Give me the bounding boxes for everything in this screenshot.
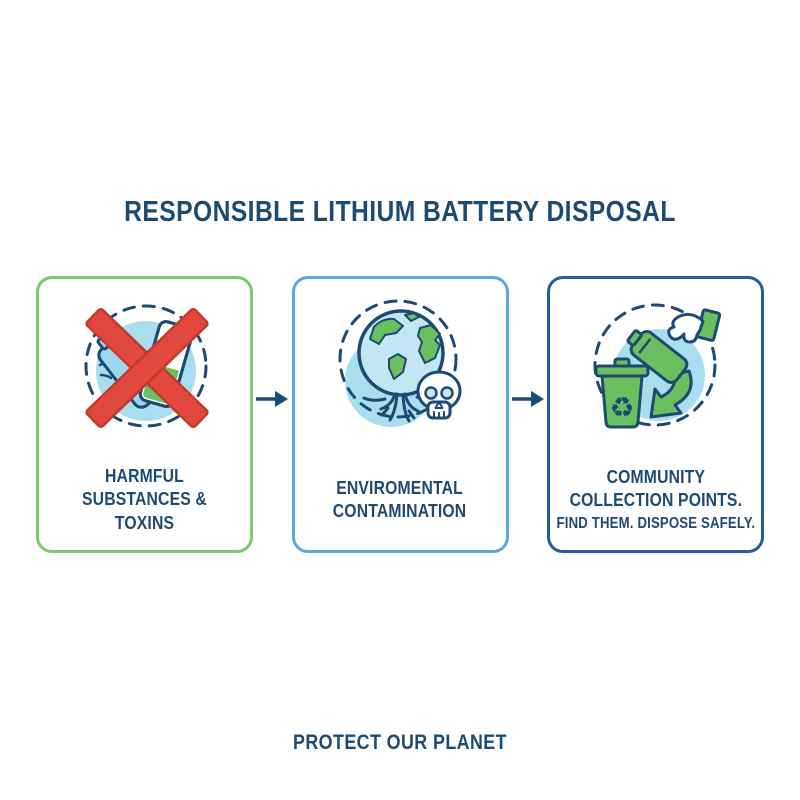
card-label-line: COMMUNITY [606,465,705,487]
flow-arrow-1 [253,276,292,553]
card-label: COMMUNITY COLLECTION POINTS. FIND THEM. … [556,449,755,549]
svg-text:♻: ♻ [609,391,634,424]
cards-row: HARMFUL SUBSTANCES & TOXINS [36,276,764,553]
footer-tagline: PROTECT OUR PLANET [293,731,507,754]
card-sublabel: FIND THEM. DISPOSE SAFELY. [556,514,755,532]
card-community-collection-points: ♻ COMMUNITY COLLECTION POINTS. FIND THEM… [547,276,764,553]
card-environmental-contamination: ENVIROMENTAL CONTAMINATION [291,276,509,553]
battery-recycle-bin-icon: ♻ [581,293,731,443]
page-title: RESPONSIBLE LITHIUM BATTERY DISPOSAL [124,196,676,228]
earth-roots-skull-icon [325,293,475,443]
arrow-right-icon [256,391,289,407]
battery-recycle-bin-svg: ♻ [593,303,721,429]
card-label-line: HARMFUL [105,464,184,486]
card-label-line: ENVIROMENTAL [336,476,464,498]
crossed-batteries-svg [84,304,209,429]
card-label-line: TOXINS [114,511,175,533]
card-label-line: SUBSTANCES & [82,488,207,510]
card-harmful-substances: HARMFUL SUBSTANCES & TOXINS [36,276,253,553]
card-label: HARMFUL SUBSTANCES & TOXINS [82,449,207,549]
earth-roots-skull-svg [338,299,462,427]
card-label: ENVIROMENTAL CONTAMINATION [333,449,467,549]
arrow-right-icon [511,391,544,407]
flow-arrow-2 [509,276,548,553]
card-label-line: CONTAMINATION [333,500,467,521]
crossed-batteries-icon [70,293,220,443]
card-label-line: COLLECTION POINTS. [569,489,742,511]
